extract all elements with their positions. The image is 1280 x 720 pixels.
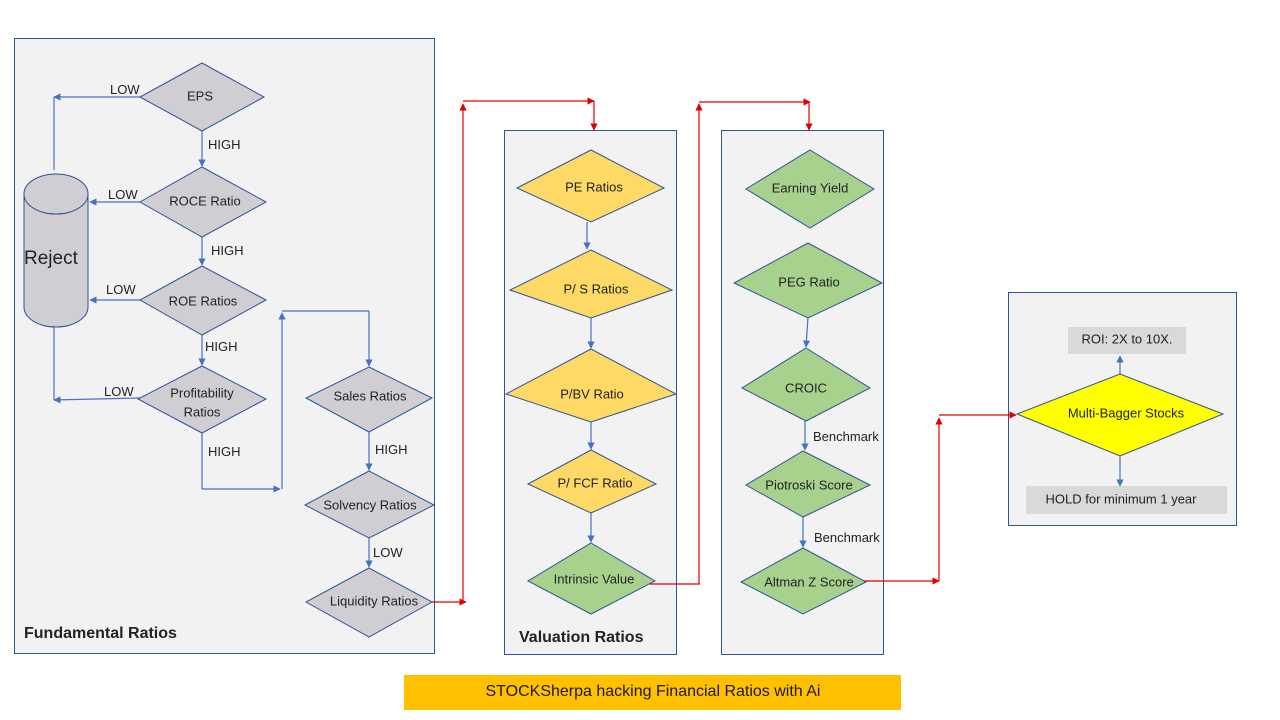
benchmark-label-croic: Benchmark xyxy=(813,429,879,444)
croic-label: CROIC xyxy=(785,380,827,396)
piotroski-label: Piotroski Score xyxy=(765,477,853,493)
low-label-eps: LOW xyxy=(110,82,140,97)
low-label-roe: LOW xyxy=(106,282,136,297)
altman-diamond xyxy=(739,547,868,615)
multibagger-diamond xyxy=(1015,373,1225,457)
high-label-roe: HIGH xyxy=(205,339,238,354)
pbv-label: P/BV Ratio xyxy=(560,386,624,402)
fundamental-ratios-panel xyxy=(14,38,435,654)
low-label-roce: LOW xyxy=(108,187,138,202)
high-label-eps: HIGH xyxy=(208,137,241,152)
intrinsic-diamond xyxy=(526,542,657,615)
low-label-profitability: LOW xyxy=(104,384,134,399)
profitability-diamond xyxy=(136,365,268,434)
reject-cylinder xyxy=(23,173,89,328)
high-label-sales: HIGH xyxy=(375,442,408,457)
pe-diamond xyxy=(515,149,666,223)
altman-label: Altman Z Score xyxy=(764,574,854,590)
banner-text: STOCKSherpa hacking Financial Ratios wit… xyxy=(485,682,821,700)
benchmark-label-piotroski: Benchmark xyxy=(814,530,880,545)
high-label-profitability: HIGH xyxy=(208,444,241,459)
low-label-solvency: LOW xyxy=(373,545,403,560)
roe-label: ROE Ratios xyxy=(168,293,238,309)
pfcf-diamond xyxy=(526,449,658,514)
roi-label: ROI: 2X to 10X. xyxy=(1081,331,1173,347)
solvency-diamond xyxy=(303,470,436,539)
earning-yield-label: Earning Yield xyxy=(771,180,849,196)
solvency-label: Solvency Ratios xyxy=(323,497,417,513)
ps-label: P/ S Ratios xyxy=(563,281,629,297)
peg-label: PEG Ratio xyxy=(778,274,840,290)
title-banner xyxy=(404,675,901,710)
pbv-diamond xyxy=(504,348,678,423)
multibagger-label: Multi-Bagger Stocks xyxy=(1067,405,1185,421)
liquidity-label: Liquidity Ratios xyxy=(329,593,419,609)
roe-diamond xyxy=(138,265,268,336)
ps-diamond xyxy=(508,249,674,319)
profitability-label-line1: Profitability xyxy=(170,385,234,401)
peg-diamond xyxy=(732,242,884,319)
piotroski-diamond xyxy=(745,450,872,518)
arrow-peg-croic xyxy=(802,316,811,348)
reject-label: Reject xyxy=(24,248,78,269)
hold-label: HOLD for minimum 1 year xyxy=(1045,491,1197,507)
pe-label: PE Ratios xyxy=(565,179,623,195)
liquidity-diamond xyxy=(304,567,434,638)
pfcf-label: P/ FCF Ratio xyxy=(557,475,633,491)
eps-label: EPS xyxy=(186,88,214,104)
croic-diamond xyxy=(740,347,872,422)
hold-box xyxy=(1026,486,1227,514)
roce-label: ROCE Ratio xyxy=(169,193,241,209)
earning-yield-diamond xyxy=(745,149,875,229)
roce-diamond xyxy=(138,166,268,238)
intrinsic-label: Intrinsic Value xyxy=(553,571,635,587)
eps-diamond xyxy=(138,62,266,132)
fundamental-panel-title: Fundamental Ratios xyxy=(24,625,177,642)
high-label-roce: HIGH xyxy=(211,243,244,258)
valuation-panel-title: Valuation Ratios xyxy=(519,629,644,646)
arrow-profitability-reject xyxy=(53,396,141,404)
sales-diamond xyxy=(304,366,434,433)
roi-box xyxy=(1068,327,1186,354)
profitability-label-line2: Ratios xyxy=(183,404,221,420)
sales-label: Sales Ratios xyxy=(333,388,407,404)
